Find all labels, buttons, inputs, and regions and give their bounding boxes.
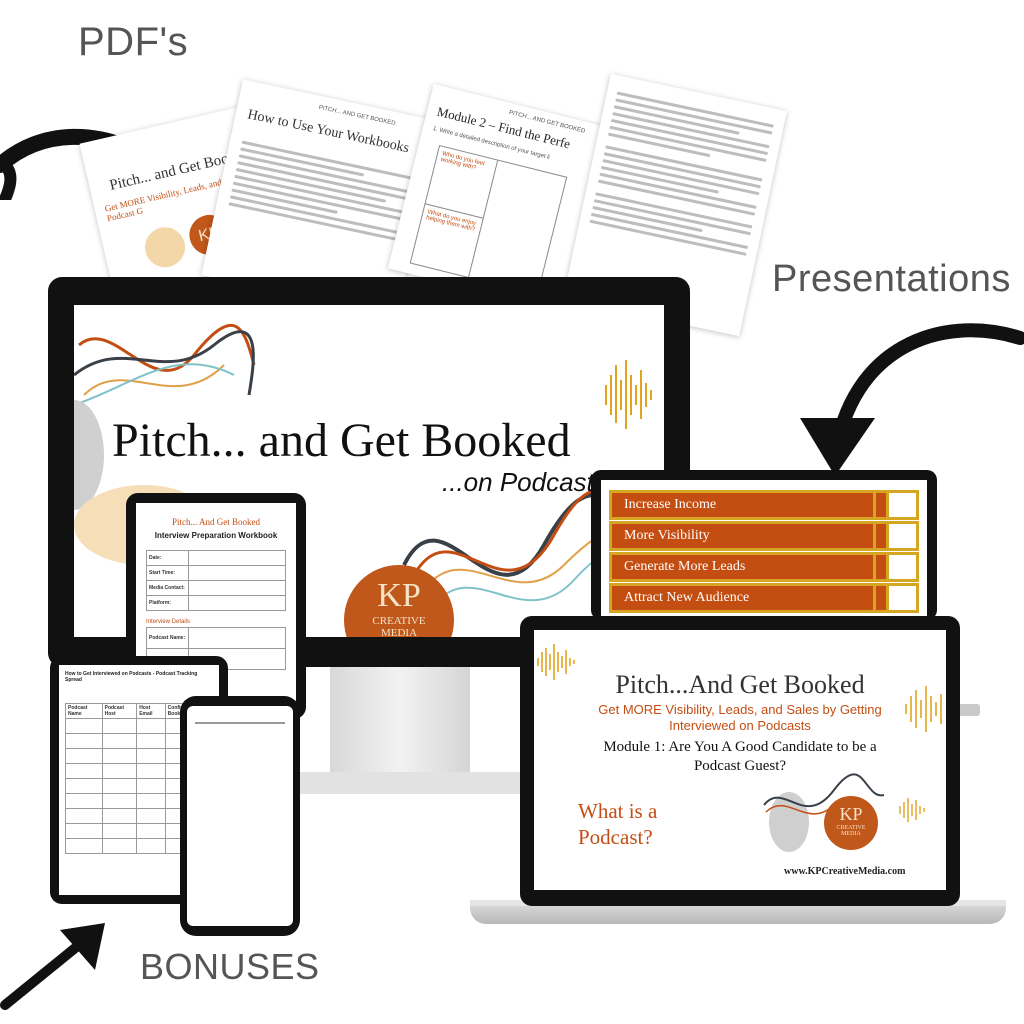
bonuses-label: BONUSES [140, 946, 320, 987]
logo-line1: CREATIVE [836, 825, 866, 831]
presentations-label: Presentations [772, 258, 1011, 300]
smartphone [180, 696, 300, 936]
workbook-section: Interview Details [146, 619, 191, 625]
laptop-presentation-back: Increase Income More Visibility Generate… [591, 470, 937, 620]
monitor-stand-base [270, 772, 540, 794]
wave-decoration-icon [74, 323, 664, 606]
slide-url: www.KPCreativeMedia.com [784, 866, 906, 877]
kp-creative-media-logo: KP CREATIVE MEDIA [344, 565, 454, 637]
bar-frame [873, 521, 919, 551]
laptop-front-screen: Pitch...And Get Booked Get MORE Visibili… [534, 630, 946, 890]
slide-subtitle: Get MORE Visibility, Leads, and Sales by… [598, 702, 882, 733]
slide-module: Module 1: Are You A Good Candidate to be… [603, 739, 877, 774]
workbook-row-label: Platform: [146, 595, 189, 611]
workbook-subtitle: Interview Preparation Workbook [154, 531, 278, 540]
workbook-row-label: Media Contact: [146, 580, 189, 596]
tracking-col-header: Podcast Host [101, 703, 138, 719]
logo-line2: MEDIA [380, 627, 418, 637]
kp-logo-slide: KP CREATIVE MEDIA [824, 796, 878, 850]
benefit-bar: Attract New Audience [609, 583, 889, 613]
benefit-bar: Increase Income [609, 490, 889, 520]
logo-line2: MEDIA [841, 831, 861, 837]
workbook-row-label: Date: [146, 550, 189, 566]
tracking-title: How to Get Interviewed on Podcasts - Pod… [65, 671, 198, 683]
bar-frame [873, 552, 919, 582]
monitor-subtitle: ...on Podcasts [442, 467, 607, 497]
laptop-back-screen: Increase Income More Visibility Generate… [601, 480, 927, 620]
laptop-presentation-front: Pitch...And Get Booked Get MORE Visibili… [520, 616, 960, 906]
laptop-base [470, 906, 1006, 924]
desktop-monitor: Pitch... and Get Booked ...on Podcasts K… [48, 277, 690, 667]
sound-wave-icon [537, 644, 942, 852]
workbook-title: Pitch... And Get Booked [172, 517, 260, 527]
curved-arrow-icon [800, 323, 1024, 476]
arrow-icon [0, 923, 105, 1010]
tracking-col-header: Host Email [136, 703, 166, 719]
benefit-bar: Generate More Leads [609, 552, 889, 582]
benefit-bar: More Visibility [609, 521, 889, 551]
workbook-row-label: Start Time: [146, 565, 189, 581]
slide-question: What is a Podcast? [578, 799, 658, 849]
workbook-row-label: Podcast Name: [146, 627, 189, 649]
monitor-stand [330, 664, 470, 772]
pdfs-label: PDF's [78, 20, 189, 64]
monitor-title: Pitch... and Get Booked [112, 414, 571, 467]
tracking-col-header: Podcast Name [65, 703, 103, 719]
phone-screen [187, 706, 293, 926]
bar-frame [873, 490, 919, 520]
logo-line1: CREATIVE [372, 615, 426, 627]
logo-initials: KP [377, 577, 421, 614]
slide-title: Pitch...And Get Booked [615, 670, 865, 699]
logo-initials: KP [839, 804, 863, 824]
bar-frame [873, 583, 919, 613]
pdf-module2-q2: What do you enjoy helping them with? [410, 204, 484, 278]
